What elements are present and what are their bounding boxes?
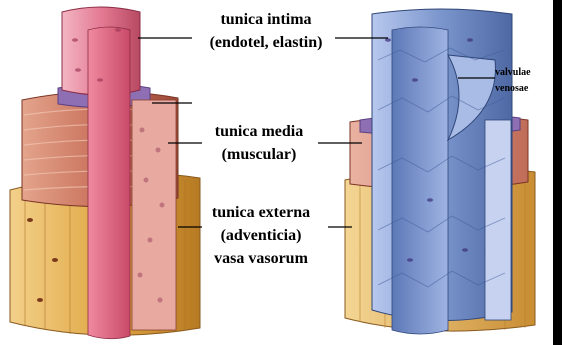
label-tunica-media-line2: (muscular)	[196, 145, 322, 165]
label-valvulae-line2: venosae	[495, 82, 553, 95]
label-tunica-intima-line2: (endotel, elastin)	[196, 33, 336, 53]
label-tunica-externa: tunica externa (adventicia) vasa vasorum	[196, 203, 326, 269]
vein-illustration	[345, 9, 535, 334]
label-tunica-media: tunica media (muscular)	[196, 122, 322, 165]
label-tunica-externa-line1: tunica externa	[196, 203, 326, 223]
label-tunica-externa-line2: (adventicia)	[196, 226, 326, 246]
right-edge-bar	[553, 0, 562, 345]
label-tunica-media-line1: tunica media	[196, 122, 322, 142]
vein-lumen	[392, 27, 448, 334]
label-valvulae-line1: valvulae	[495, 66, 553, 79]
label-tunica-intima-line1: tunica intima	[196, 10, 336, 30]
artery-lumen	[88, 27, 130, 339]
artery-illustration	[10, 7, 200, 339]
label-valvulae-venosae: valvulae venosae	[495, 66, 553, 95]
label-vasa-vasorum: vasa vasorum	[196, 249, 326, 269]
label-tunica-intima: tunica intima (endotel, elastin)	[196, 10, 336, 53]
